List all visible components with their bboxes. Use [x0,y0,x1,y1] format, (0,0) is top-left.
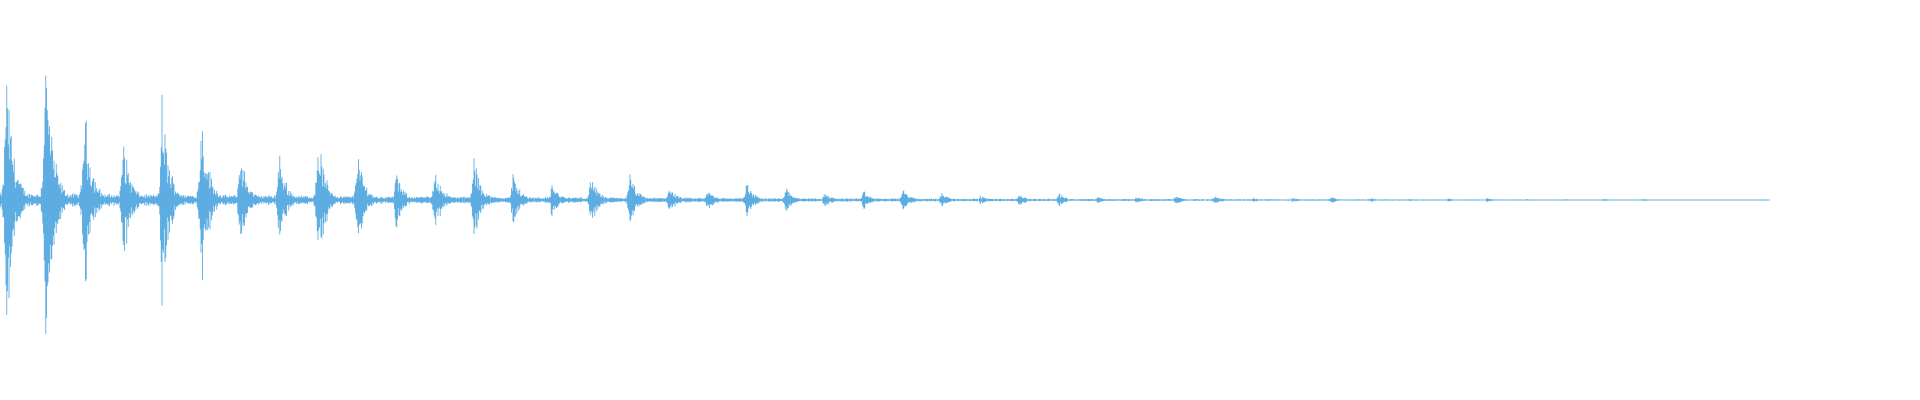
waveform-trace [0,75,1770,334]
